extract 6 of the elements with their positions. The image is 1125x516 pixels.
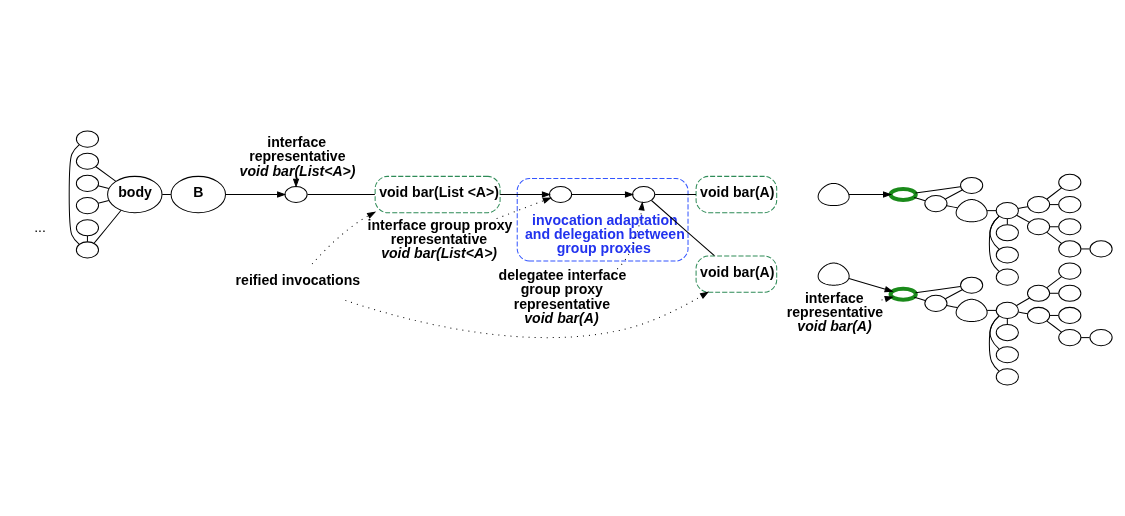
node-text: interface representative void bar(List<A>): [239, 134, 356, 179]
node-text: delegatee interface group proxy representative void bar(A): [498, 267, 627, 326]
label: ...: [34, 218, 46, 235]
node-text: interface representative void bar(A): [786, 289, 884, 334]
node-text: reified invocations: [235, 271, 361, 288]
node-text: interface group proxy representative void bar(List<A>): [367, 216, 513, 262]
